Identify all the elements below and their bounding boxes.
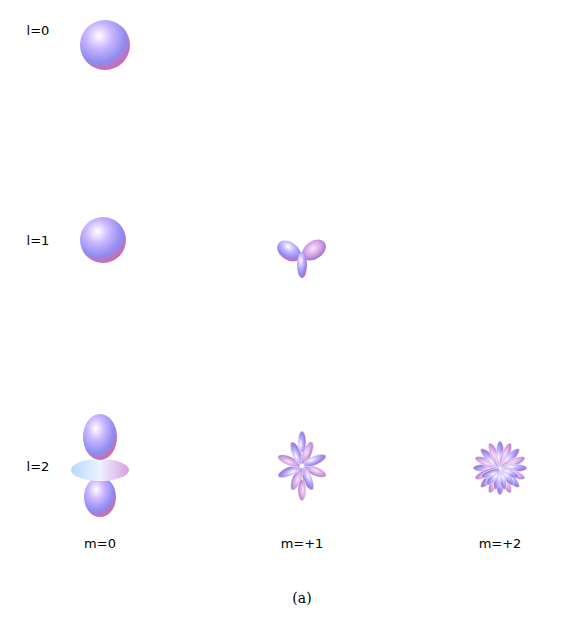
lobed-shape xyxy=(473,441,527,495)
order-label: m=+2 xyxy=(479,536,522,551)
lobed-shape xyxy=(273,235,330,278)
lobed-shape xyxy=(276,431,328,501)
degree-label: l=1 xyxy=(27,233,50,248)
dz2-shape xyxy=(71,414,129,517)
degree-label: l=2 xyxy=(27,459,50,474)
order-label: m=0 xyxy=(84,536,116,551)
figure-caption: (a) xyxy=(292,590,311,606)
sphere xyxy=(80,20,130,70)
order-label: m=+1 xyxy=(281,536,324,551)
sphere xyxy=(80,217,126,263)
degree-label: l=0 xyxy=(27,23,50,38)
